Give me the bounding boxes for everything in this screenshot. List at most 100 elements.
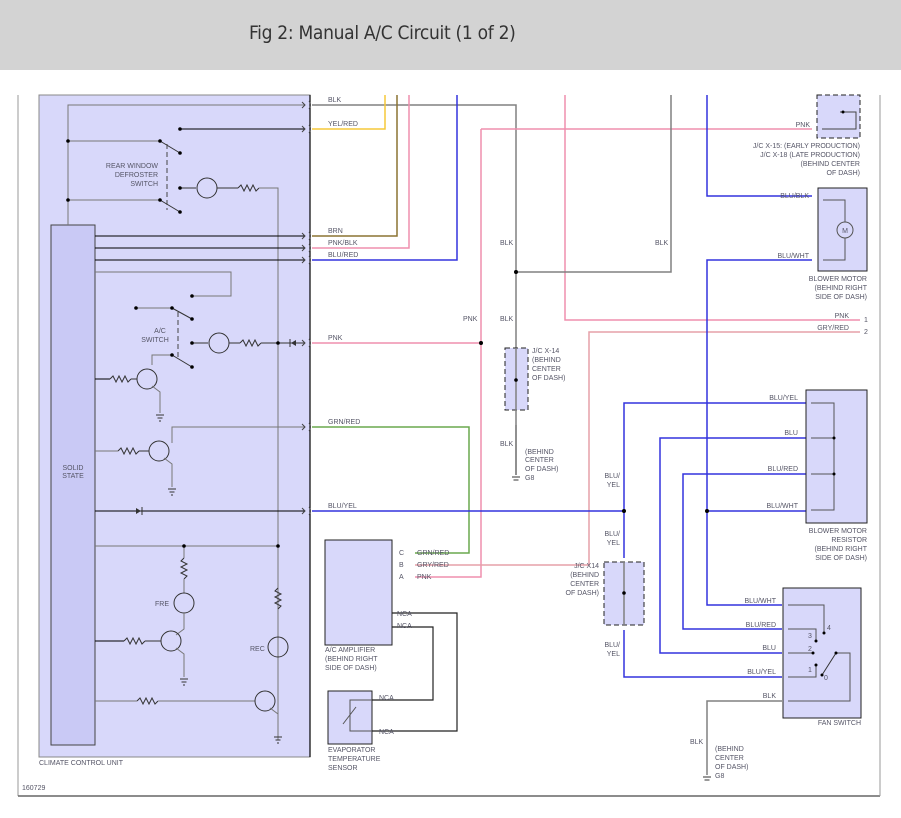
resistor-label-3: (BEHIND RIGHT xyxy=(815,546,868,553)
wire-label: PNK xyxy=(835,313,850,320)
wire-label: BLU/ xyxy=(604,473,620,480)
wire-label: PNK xyxy=(796,122,811,129)
wire-label: BLU/WHT xyxy=(745,598,777,605)
g8-upper-label: (BEHIND xyxy=(525,449,554,456)
ccu-label: CLIMATE CONTROL UNIT xyxy=(39,760,124,767)
blower-motor: M BLOWER MOTOR (BEHIND RIGHT SIDE OF DAS… xyxy=(809,187,868,301)
fan-switch-label: FAN SWITCH xyxy=(818,720,861,727)
wire-label: BLU/RED xyxy=(768,466,798,473)
blower-motor-label-2: (BEHIND RIGHT xyxy=(815,285,868,292)
wire-label: NCA xyxy=(379,695,394,702)
wire-blk-top xyxy=(312,104,517,410)
wire-label: GRY/RED xyxy=(817,325,849,332)
g8-lower-label-4: G8 xyxy=(715,773,724,780)
jc-x15-label-2: J/C X-18 (LATE PRODUCTION) xyxy=(760,152,860,159)
blower-motor-label-3: SIDE OF DASH) xyxy=(815,294,867,301)
evap-label-2: TEMPERATURE xyxy=(328,756,381,763)
wire-pnk-vertical xyxy=(415,129,482,578)
wire-label: BLU/BLK xyxy=(780,193,809,200)
wire-blu-yel-fs xyxy=(623,630,782,678)
amp-label-3: SIDE OF DASH) xyxy=(325,665,377,672)
wire-label: NCA xyxy=(379,729,394,736)
jc-x15-label: J/C X-15: (EARLY PRODUCTION) xyxy=(753,143,860,150)
figure-header: Fig 2: Manual A/C Circuit (1 of 2) xyxy=(0,0,901,70)
wire-label: BLU/ xyxy=(604,531,620,538)
fre-led-label: FRE xyxy=(155,601,169,608)
wire-label: BLK xyxy=(500,316,514,323)
amp-label-2: (BEHIND RIGHT xyxy=(325,656,378,663)
wire-label: GRN/RED xyxy=(328,419,360,426)
defroster-switch-label-3: SWITCH xyxy=(130,181,158,188)
ground-g8-lower: (BEHIND CENTER OF DASH) G8 xyxy=(703,746,748,781)
g8-upper-label-4: G8 xyxy=(525,475,534,482)
wire-label: 1 xyxy=(864,317,868,324)
fan-pos-1: 1 xyxy=(808,667,812,674)
wire-brn xyxy=(312,95,398,237)
wire-label: NCA xyxy=(397,623,412,630)
thermistor-icon xyxy=(342,706,357,725)
ground-icon xyxy=(512,476,520,481)
diode-icon xyxy=(136,339,296,515)
g8-upper-label-3: OF DASH) xyxy=(525,466,558,473)
amp-pin-c: C xyxy=(399,550,404,557)
g8-lower-label-2: CENTER xyxy=(715,755,744,762)
jc-x14-upper-label-3: CENTER xyxy=(532,366,561,373)
amp-pin-a: A xyxy=(399,574,404,581)
external-wires xyxy=(312,95,860,775)
defroster-switch-label-2: DEFROSTER xyxy=(115,172,158,179)
jc-x15-label-3: (BEHIND CENTER xyxy=(800,161,860,168)
jc-x14-lower-label-4: OF DASH) xyxy=(566,590,599,597)
wire-label: BLK xyxy=(500,441,514,448)
defroster-switch-label: REAR WINDOW xyxy=(106,163,159,170)
amp-pin-b: B xyxy=(399,562,404,569)
wire-pnk-out xyxy=(564,95,860,321)
evap-label-3: SENSOR xyxy=(328,765,358,772)
resistor-label-4: SIDE OF DASH) xyxy=(815,555,867,562)
wire-label: BLU xyxy=(762,645,776,652)
wire-labels: BLK YEL/RED BRN PNK/BLK BLU/RED PNK GRN/… xyxy=(328,97,868,746)
wire-blu-red xyxy=(312,95,458,261)
figure-id: 160729 xyxy=(22,785,45,792)
jc-x14-lower-label-3: CENTER xyxy=(570,581,599,588)
g8-lower-label-3: OF DASH) xyxy=(715,764,748,771)
wire-label: BLU/WHT xyxy=(767,503,799,510)
wire-pnk-blk xyxy=(312,95,410,249)
g8-lower-label: (BEHIND xyxy=(715,746,744,753)
wire-label: GRY/RED xyxy=(417,562,449,569)
wire-label: BLU/RED xyxy=(746,622,776,629)
wire-label: BLU/WHT xyxy=(778,253,810,260)
ccu-junction-dots xyxy=(66,127,280,548)
ccu-internal-wiring xyxy=(67,104,305,740)
wire-label: BLU/YEL xyxy=(769,395,798,402)
wire-blu-blk xyxy=(706,95,812,197)
wire-label: YEL xyxy=(607,482,620,489)
wire-label: BLK xyxy=(690,739,704,746)
jc-x14-upper-label-2: (BEHIND xyxy=(532,357,561,364)
diagram-frame xyxy=(17,95,881,797)
climate-control-unit: SOLID STATE CLIMATE CONTROL UNIT xyxy=(38,94,311,767)
ac-switch-label-2: SWITCH xyxy=(141,337,169,344)
resistor-label-2: RESISTOR xyxy=(831,537,867,544)
wire-label: YEL xyxy=(607,540,620,547)
wire-blk-right xyxy=(516,95,672,273)
figure-title: Fig 2: Manual A/C Circuit (1 of 2) xyxy=(249,22,516,44)
wire-grn-red xyxy=(312,426,470,554)
wire-blu-wht-motor xyxy=(706,259,812,606)
wire-label: BLU/YEL xyxy=(328,503,357,510)
fan-pos-4: 4 xyxy=(827,625,831,632)
ac-amplifier: C B A A/C AMPLIFIER (BEHIND RIGHT SIDE O… xyxy=(324,539,404,672)
evaporator-sensor: EVAPORATOR TEMPERATURE SENSOR xyxy=(327,690,381,772)
wire-gry-red xyxy=(415,331,860,566)
ground-icon xyxy=(703,776,711,781)
wire-label: PNK xyxy=(463,316,478,323)
rec-led-label: REC xyxy=(250,646,265,653)
wire-label: YEL xyxy=(607,651,620,658)
fan-pos-0: 0 xyxy=(824,675,828,682)
wire-blu xyxy=(659,437,812,654)
jc-x15-connector: J/C X-15: (EARLY PRODUCTION) J/C X-18 (L… xyxy=(753,94,861,177)
jc-x14-upper-label: J/C X-14 xyxy=(532,348,559,355)
resistor-label: BLOWER MOTOR xyxy=(809,528,867,535)
jc-x15-label-4: OF DASH) xyxy=(827,170,860,177)
connector-icons xyxy=(301,100,311,516)
